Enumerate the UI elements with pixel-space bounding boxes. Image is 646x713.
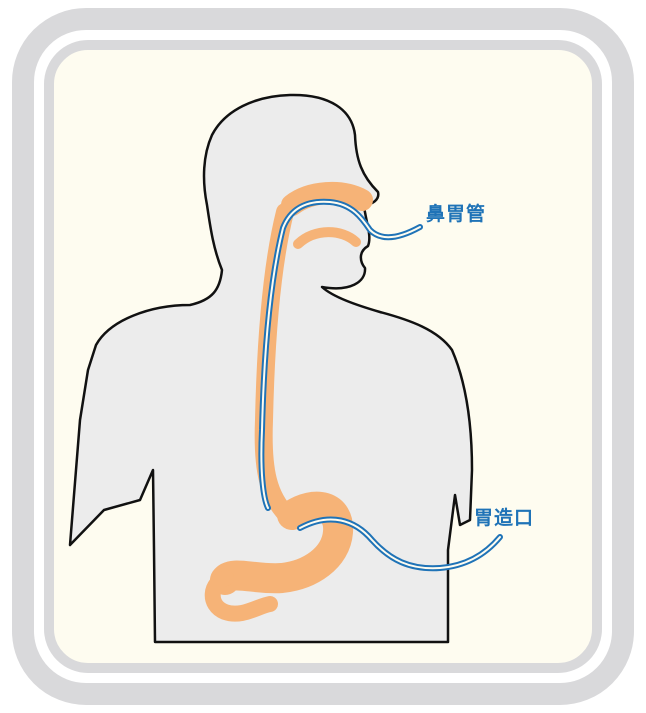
gastrostomy-label: 胃造口 [474, 503, 534, 530]
nasogastric-tube-label: 鼻胃管 [426, 199, 486, 226]
